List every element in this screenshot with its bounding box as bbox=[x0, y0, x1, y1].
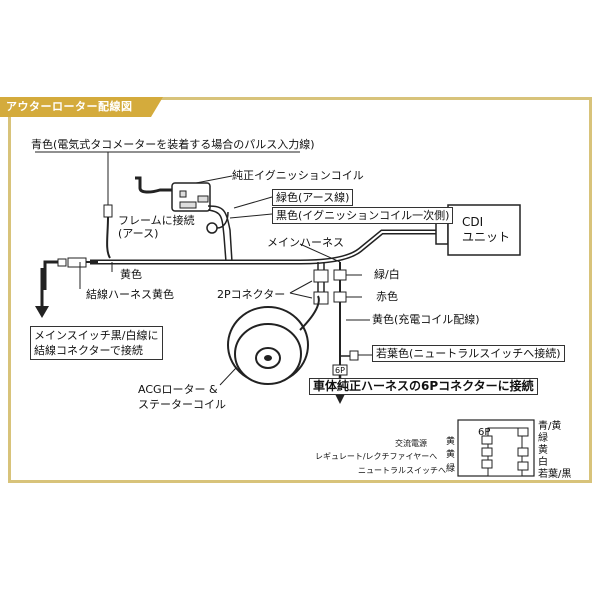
label-cdi-unit: CDI ユニット bbox=[462, 215, 511, 244]
label-main-harness: メインハーネス bbox=[267, 236, 344, 249]
label-acg: ACGローター & ステーターコイル bbox=[138, 383, 226, 411]
pinout-left-color-1: 黄 bbox=[446, 437, 456, 447]
label-frame-connect: フレームに接続 (アース) bbox=[118, 214, 195, 240]
pinout-left-name-3: ニュートラルスイッチへ bbox=[358, 466, 446, 475]
label-2p-connector: 2Pコネクター bbox=[217, 288, 286, 301]
pinout-right-4: 白 bbox=[538, 457, 548, 468]
pinout-title: 6P bbox=[478, 427, 491, 438]
blue-wire-connector bbox=[103, 204, 113, 218]
pinout-left-name-2: レギュレート/レクチファイヤーへ bbox=[315, 452, 438, 461]
label-bind-harness: 結線ハーネス黄色 bbox=[86, 288, 174, 301]
label-red: 赤色 bbox=[376, 290, 398, 303]
earth-ring-icon bbox=[206, 222, 218, 234]
diagram-frame bbox=[8, 97, 592, 483]
pinout-right-2: 緑 bbox=[538, 433, 548, 444]
label-green-earth: 緑色(アース線) bbox=[272, 189, 354, 206]
label-main-switch: メインスイッチ黒/白線に 結線コネクターで接続 bbox=[30, 326, 163, 360]
connector-2p-a bbox=[313, 269, 329, 283]
pinout-right-5: 若葉/黒 bbox=[538, 469, 572, 480]
label-6p-plug: 6P bbox=[335, 366, 345, 375]
label-yellow-charge: 黄色(充電コイル配線) bbox=[372, 313, 480, 326]
acg-rotor-icon bbox=[227, 295, 320, 385]
connector-2p-b bbox=[313, 291, 329, 305]
ignition-coil-icon bbox=[135, 176, 211, 212]
vehicle-6p-arrow-icon bbox=[334, 392, 346, 404]
label-green-white: 緑/白 bbox=[374, 268, 400, 281]
label-black-ignition: 黒色(イグニッションコイル一次側) bbox=[272, 207, 454, 224]
label-yellow: 黄色 bbox=[120, 268, 142, 281]
label-young-leaf: 若葉色(ニュートラルスイッチへ接続) bbox=[372, 345, 565, 362]
pinout-right-3: 黄 bbox=[538, 445, 548, 456]
cdi-unit-icon bbox=[435, 204, 521, 256]
pinout-left-name-1: 交流電源 bbox=[395, 439, 427, 448]
label-vehicle-6p: 車体純正ハーネスの6Pコネクターに接続 bbox=[309, 378, 538, 395]
pinout-left-color-2: 黄 bbox=[446, 450, 456, 460]
diagram-title: アウターローター配線図 bbox=[0, 97, 162, 117]
pinout-6p-diagram bbox=[457, 419, 535, 477]
label-ignition-coil: 純正イグニッションコイル bbox=[232, 169, 364, 182]
main-switch-arrow-icon bbox=[35, 306, 49, 318]
pinout-left-color-3: 緑 bbox=[446, 464, 456, 474]
label-blue-wire: 青色(電気式タコメーターを装着する場合のパルス入力線) bbox=[31, 138, 315, 151]
pinout-right-1: 青/黄 bbox=[538, 421, 562, 432]
